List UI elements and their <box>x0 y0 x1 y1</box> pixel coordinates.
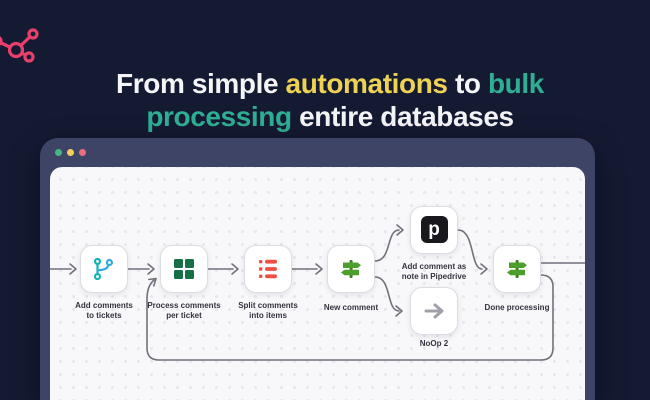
node-label: Done processing <box>484 303 550 312</box>
arrow-right-icon <box>424 303 444 319</box>
pipedrive-icon: p <box>420 215 448 243</box>
grid-icon <box>174 259 194 279</box>
workflow-canvas[interactable]: Add comments to tickets Process comments… <box>50 167 585 400</box>
node-label: Add comments to tickets <box>75 301 133 320</box>
workflow-connectors <box>50 224 585 361</box>
node-label: Split comments into items <box>238 301 298 320</box>
node-label: NoOp 2 <box>419 339 449 348</box>
branch-icon <box>93 257 113 281</box>
list-icon <box>259 259 277 279</box>
workflow-node-process-comments[interactable] <box>160 245 208 293</box>
title-segment: From simple <box>116 67 286 99</box>
node-label: Add comment as note in Pipedrive <box>401 262 467 281</box>
traffic-lights <box>55 149 86 156</box>
title-segment-automations: automations <box>285 67 448 99</box>
signpost-icon <box>507 260 527 278</box>
traffic-light-red-icon[interactable] <box>79 149 86 156</box>
workflow-node-noop[interactable] <box>410 287 458 335</box>
workflow-node-pipedrive[interactable]: p <box>410 206 458 254</box>
title-segment: entire databases <box>291 100 514 132</box>
traffic-light-yellow-icon[interactable] <box>67 149 74 156</box>
page-title: From simple automations to bulk processi… <box>40 67 620 133</box>
browser-window: Add comments to tickets Process comments… <box>40 138 595 400</box>
workflow-node-new-comment[interactable] <box>327 245 375 293</box>
window-titlebar <box>40 138 595 167</box>
signpost-icon <box>341 260 361 278</box>
node-label: New comment <box>323 303 379 312</box>
node-label: Process comments per ticket <box>147 301 221 320</box>
traffic-light-green-icon[interactable] <box>55 149 62 156</box>
workflow-node-add-comments[interactable] <box>80 245 128 293</box>
title-segment-bulk-processing: bulk processing <box>146 67 544 132</box>
workflow-node-split-comments[interactable] <box>244 245 292 293</box>
network-share-icon <box>0 28 39 63</box>
title-segment: to <box>447 67 488 99</box>
workflow-node-done-processing[interactable] <box>493 245 541 293</box>
